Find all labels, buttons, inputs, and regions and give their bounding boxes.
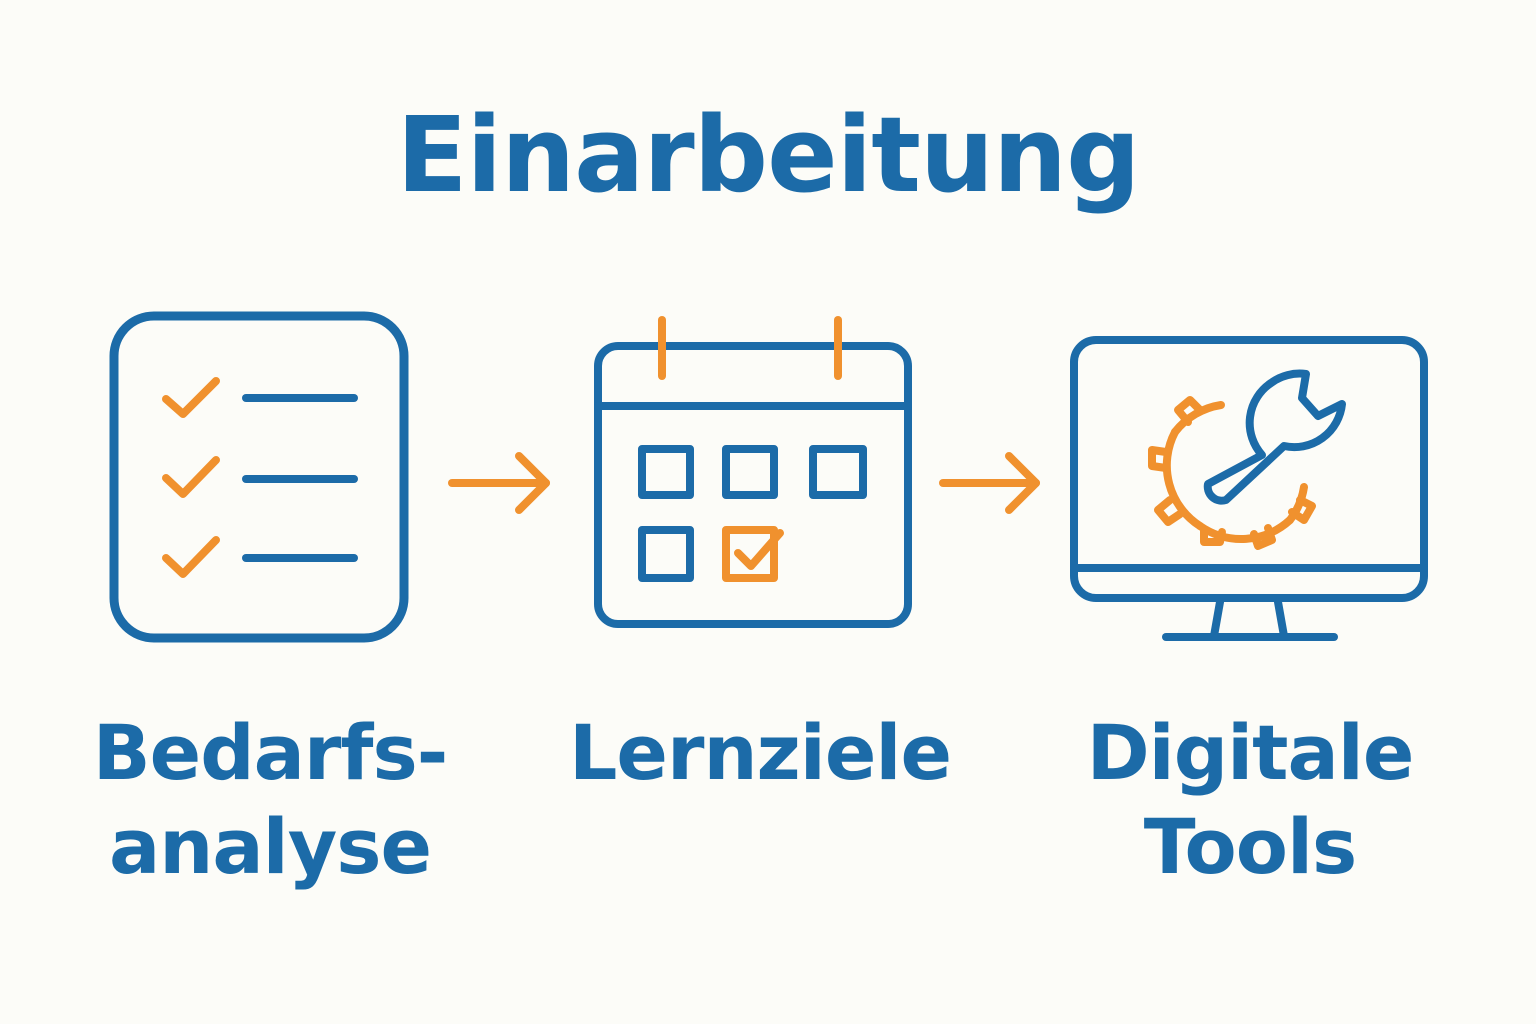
checklist-icon <box>109 311 409 643</box>
calendar-icon <box>594 316 912 628</box>
step-label-line: analyse <box>108 802 432 891</box>
arrow-right-icon <box>448 452 550 514</box>
step-label-digitale-tools: Digitale Tools <box>1020 706 1480 894</box>
step-label-lernziele: Lernziele <box>530 706 990 800</box>
step-label-line: Lernziele <box>569 708 952 797</box>
wrench-icon <box>1203 369 1346 505</box>
step-label-line: Bedarfs- <box>92 708 448 797</box>
arrow-right-icon <box>939 452 1040 514</box>
gear-icon <box>1148 396 1316 550</box>
step-label-line: Tools <box>1143 802 1357 891</box>
step-label-bedarfsanalyse: Bedarfs- analyse <box>40 706 500 894</box>
diagram-title: Einarbeitung <box>396 94 1140 216</box>
step-label-line: Digitale <box>1086 708 1415 797</box>
monitor-tools-icon <box>1070 336 1428 641</box>
